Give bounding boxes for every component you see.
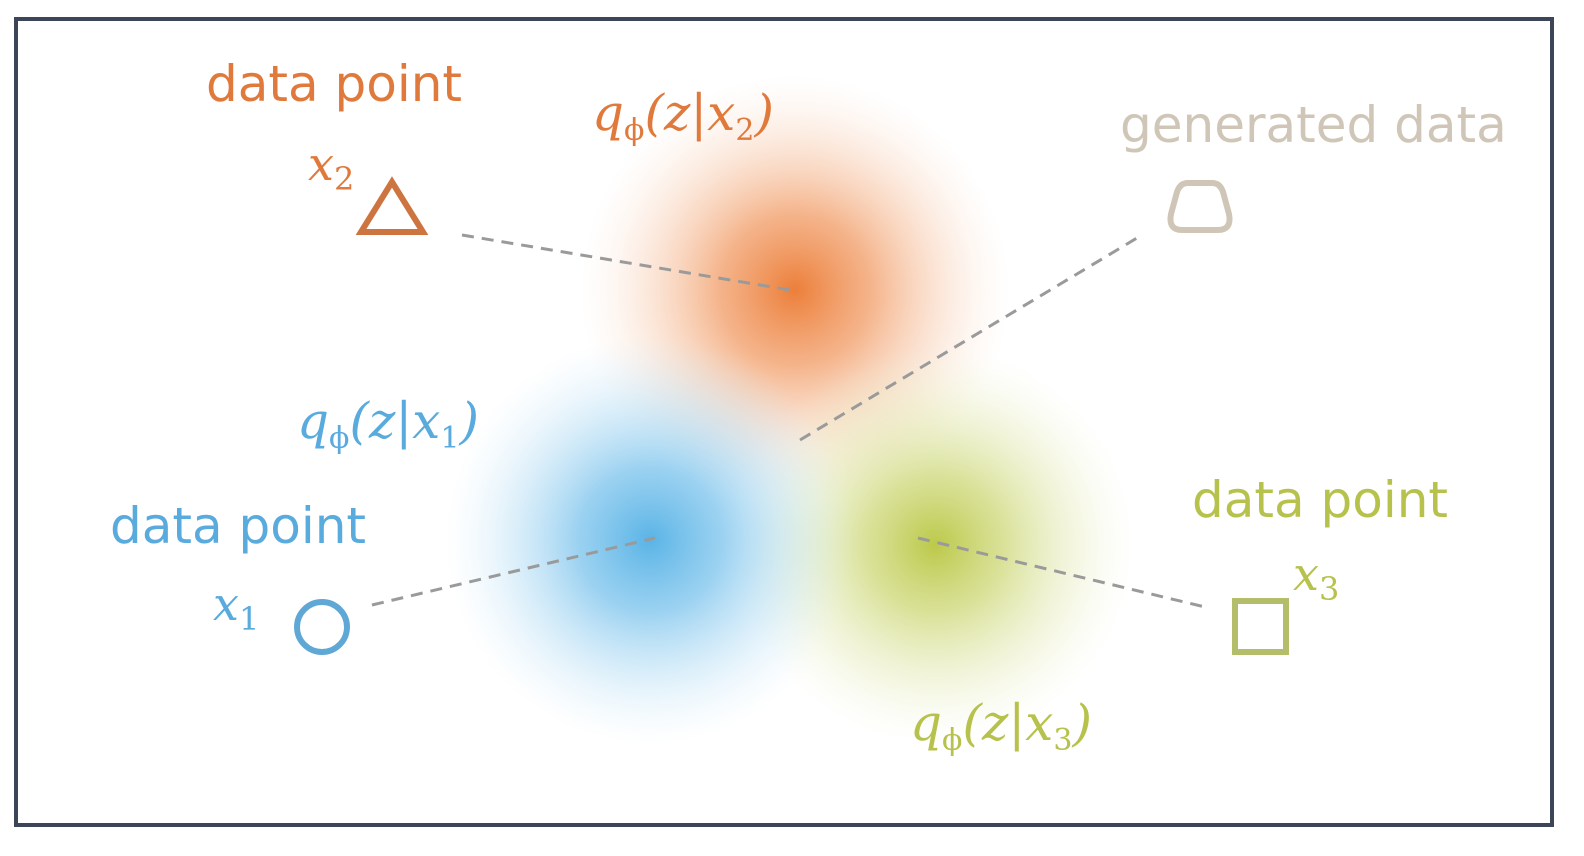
posterior-label-x1: qϕ(z|x1)	[297, 392, 479, 456]
posterior-blob-x3	[735, 345, 1135, 745]
rounded-triangle-icon	[1167, 180, 1233, 233]
var-label-x2: x2	[308, 137, 354, 198]
var-label-x1: x1	[213, 577, 259, 638]
heading-x2: data point	[206, 55, 462, 113]
square-icon	[1232, 598, 1289, 655]
var-label-x3: x3	[1293, 547, 1339, 608]
heading-x3: data point	[1192, 471, 1448, 529]
connector-x3	[917, 536, 1206, 609]
posterior-label-x2: qϕ(z|x2)	[592, 84, 774, 148]
heading-x1: data point	[110, 497, 366, 555]
heading-generated: generated data	[1120, 96, 1507, 154]
posterior-label-x3: qϕ(z|x3)	[910, 694, 1092, 758]
connector-x1	[371, 536, 656, 607]
connector-generated	[799, 233, 1143, 442]
circle-icon	[294, 599, 350, 655]
connector-x2	[461, 233, 791, 292]
triangle-icon	[355, 176, 429, 235]
